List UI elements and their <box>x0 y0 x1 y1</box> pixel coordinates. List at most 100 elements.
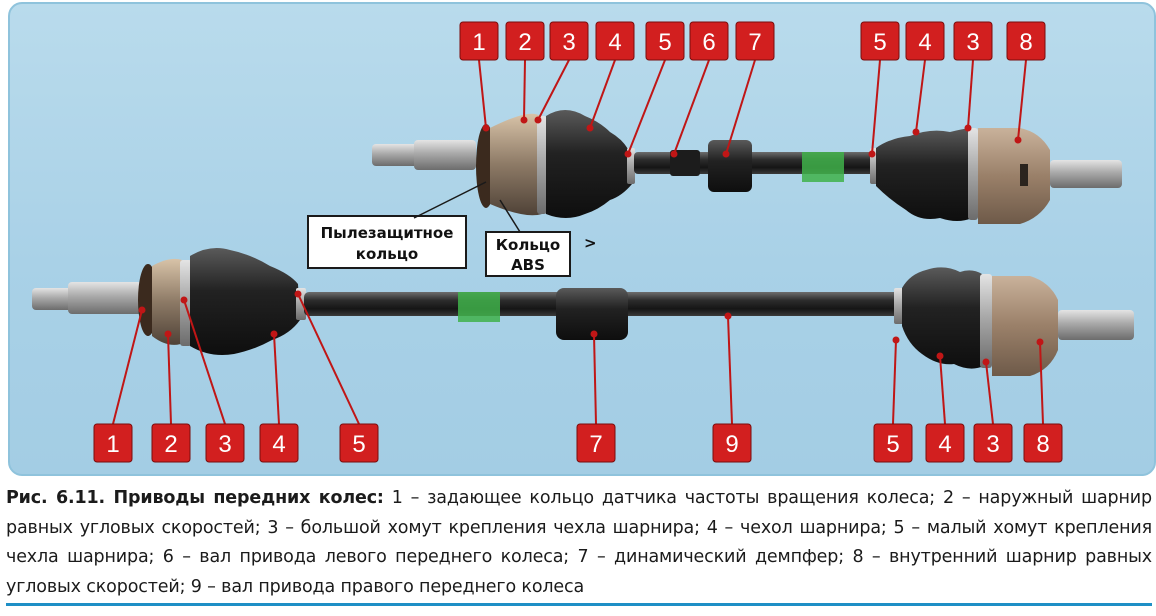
bottom-leader-dot <box>936 352 944 360</box>
top-leader-line <box>673 59 710 155</box>
top-leader-line <box>871 59 881 155</box>
bottom-leader-dot <box>164 330 172 338</box>
abs-ring-label-box <box>485 231 571 277</box>
bottom-callout-number: 9 <box>725 431 738 458</box>
top-callout-number: 5 <box>873 29 886 56</box>
bottom-leader-line <box>1039 341 1044 425</box>
caption-heading: Рис. 6.11. Приводы передних колес: <box>6 488 384 508</box>
top-drive-shaft <box>372 110 1122 224</box>
bottom-callout-number: 5 <box>352 431 365 458</box>
top-callout-box <box>689 21 729 61</box>
bottom-leader-line <box>727 315 733 425</box>
bottom-leader-dot <box>138 306 146 314</box>
bottom-leader-dot <box>982 358 990 366</box>
top-callout-number: 3 <box>562 29 575 56</box>
top-callout-box <box>459 21 499 61</box>
top-inner-boot <box>876 128 972 221</box>
bottom-outer-stub <box>68 282 142 314</box>
top-leader-dot <box>670 150 678 158</box>
caption-text: 1 – задающее кольцо датчика частоты вращ… <box>6 488 1152 597</box>
top-callout-box <box>860 21 900 61</box>
arrow-glyph: > <box>584 234 597 252</box>
top-leader-line <box>523 59 526 121</box>
bottom-callout-box <box>712 423 752 463</box>
top-callout-number: 5 <box>658 29 671 56</box>
top-callout-number: 8 <box>1019 29 1032 56</box>
bottom-callout-number: 4 <box>272 431 285 458</box>
bottom-outer-cv-joint <box>152 258 186 345</box>
bottom-leader-line <box>167 333 172 425</box>
top-leader-line <box>627 59 666 155</box>
top-leader-dot <box>868 150 876 158</box>
bottom-leader-dot <box>590 330 598 338</box>
bottom-callout-number: 3 <box>986 431 999 458</box>
top-leader-line <box>725 59 756 155</box>
bottom-leader-line <box>273 333 280 425</box>
top-leader-line <box>967 59 974 129</box>
top-leader-dot <box>534 116 542 124</box>
bottom-callout-box <box>576 423 616 463</box>
bottom-outer-spline <box>32 288 72 310</box>
abs-ring-label-line2: ABS <box>511 256 545 274</box>
bottom-callout-box <box>151 423 191 463</box>
leader-lines <box>112 59 1044 425</box>
bottom-leader-line <box>183 299 226 425</box>
bottom-leader-line <box>593 333 597 425</box>
top-boot <box>546 110 632 218</box>
top-leader-dot <box>482 124 490 132</box>
bottom-callout-number: 5 <box>886 431 899 458</box>
bottom-callout-box <box>205 423 245 463</box>
top-callout-box <box>505 21 545 61</box>
top-callout-number: 1 <box>472 29 485 56</box>
top-large-clamp <box>537 116 547 214</box>
bottom-callout-box <box>93 423 133 463</box>
bottom-callout-number: 7 <box>589 431 602 458</box>
top-leader-dot <box>586 124 594 132</box>
top-leader-dot <box>624 150 632 158</box>
bottom-callout-box <box>973 423 1013 463</box>
bottom-inner-small-clamp <box>894 288 904 324</box>
top-callout-box <box>735 21 775 61</box>
top-callout-box <box>549 21 589 61</box>
bottom-leader-dot <box>270 330 278 338</box>
bottom-inner-boot <box>902 267 984 369</box>
abs-ring-label-line1: Кольцо <box>496 236 560 254</box>
bottom-callout-box <box>1023 423 1063 463</box>
top-leader-line <box>537 59 570 121</box>
bottom-drive-shaft <box>32 248 1134 376</box>
top-damper <box>708 140 752 192</box>
bottom-callout-number: 8 <box>1036 431 1049 458</box>
bottom-callout-box <box>873 423 913 463</box>
top-leader-dot <box>912 128 920 136</box>
bottom-leader-line <box>112 309 143 425</box>
bottom-inner-housing <box>992 276 1058 376</box>
bottom-leader-line <box>297 293 360 425</box>
bottom-callout-box <box>339 423 379 463</box>
bottom-leader-line <box>939 355 946 425</box>
top-callout-box <box>953 21 993 61</box>
top-outer-stub <box>414 140 476 170</box>
top-callout-box <box>645 21 685 61</box>
top-outer-spline <box>372 144 420 166</box>
bottom-green-mark <box>458 292 500 322</box>
top-callout-number: 4 <box>918 29 931 56</box>
top-leader-line <box>915 59 926 133</box>
top-leader-dot <box>1014 136 1022 144</box>
bottom-leader-dot <box>294 290 302 298</box>
abs-ring-pointer <box>499 199 521 233</box>
top-leader-line <box>589 59 616 129</box>
bottom-leader-dot <box>180 296 188 304</box>
dust-ring-label-line2: кольцо <box>356 245 418 263</box>
top-leader-line <box>1017 59 1027 141</box>
bottom-leader-line <box>892 339 897 425</box>
dust-ring-pointer <box>413 181 487 219</box>
bottom-callout-number: 2 <box>164 431 177 458</box>
bottom-inner-large-clamp <box>980 274 992 368</box>
bottom-inner-stub <box>1058 310 1134 340</box>
top-callout-number: 3 <box>966 29 979 56</box>
top-inner-stub <box>1050 160 1122 188</box>
dust-ring-label-box <box>307 215 467 269</box>
